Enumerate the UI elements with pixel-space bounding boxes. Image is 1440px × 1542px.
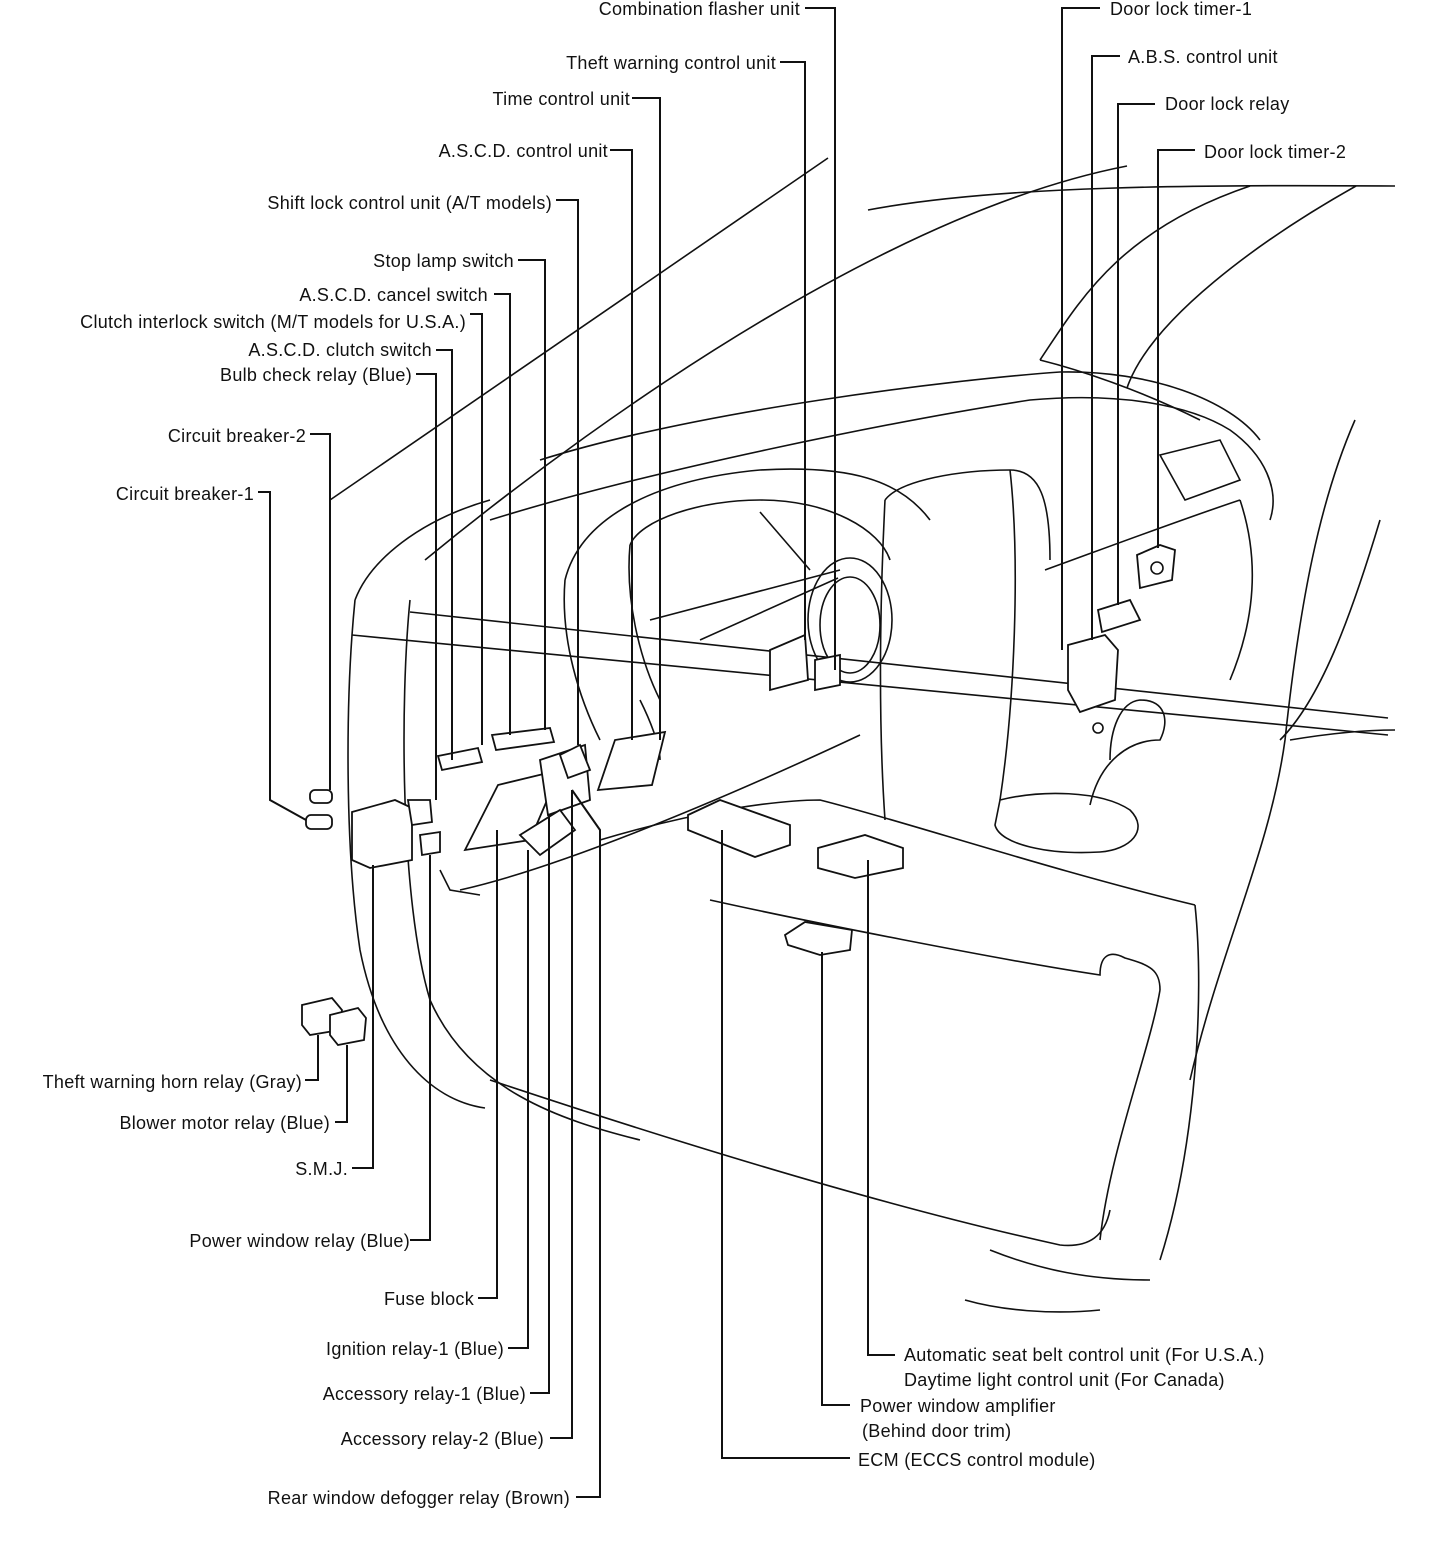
label-ecm: ECM (ECCS control module)	[858, 1450, 1096, 1470]
label-bulb-check-relay: Bulb check relay (Blue)	[220, 365, 412, 385]
label-ascd-control-unit: A.S.C.D. control unit	[438, 141, 608, 161]
label-theft-warning-horn-relay: Theft warning horn relay (Gray)	[42, 1072, 302, 1092]
label-accessory-relay-2: Accessory relay-2 (Blue)	[340, 1429, 544, 1449]
label-stop-lamp-switch: Stop lamp switch	[373, 251, 514, 271]
component-shapes	[301, 544, 1176, 1046]
label-door-lock-relay: Door lock relay	[1165, 94, 1290, 114]
label-ignition-relay-1: Ignition relay-1 (Blue)	[326, 1339, 504, 1359]
label-fuse-block: Fuse block	[383, 1289, 474, 1309]
label-automatic-seat-belt-control-unit: Automatic seat belt control unit (For U.…	[904, 1345, 1265, 1365]
leader-lines	[258, 7, 1195, 1498]
label-shift-lock-control-unit: Shift lock control unit (A/T models)	[267, 193, 552, 213]
label-time-control-unit: Time control unit	[492, 89, 630, 109]
label-power-window-relay: Power window relay (Blue)	[189, 1231, 410, 1251]
label-blower-motor-relay: Blower motor relay (Blue)	[119, 1113, 330, 1133]
label-daytime-light-control-unit: Daytime light control unit (For Canada)	[904, 1370, 1225, 1390]
label-power-window-amplifier: Power window amplifier	[860, 1396, 1056, 1416]
label-power-window-amplifier-note: (Behind door trim)	[862, 1421, 1012, 1441]
label-theft-warning-control-unit: Theft warning control unit	[566, 53, 776, 73]
label-accessory-relay-1: Accessory relay-1 (Blue)	[322, 1384, 526, 1404]
label-circuit-breaker-2: Circuit breaker-2	[167, 426, 306, 446]
vehicle-outline	[329, 157, 1396, 1313]
label-door-lock-timer-2: Door lock timer-2	[1204, 142, 1347, 162]
label-ascd-cancel-switch: A.S.C.D. cancel switch	[299, 285, 488, 305]
label-clutch-interlock-switch: Clutch interlock switch (M/T models for …	[80, 312, 466, 332]
label-combination-flasher-unit: Combination flasher unit	[598, 0, 800, 19]
label-rear-window-defogger-relay: Rear window defogger relay (Brown)	[267, 1488, 570, 1508]
label-door-lock-timer-1: Door lock timer-1	[1110, 0, 1253, 19]
label-abs-control-unit: A.B.S. control unit	[1128, 47, 1278, 67]
label-circuit-breaker-1: Circuit breaker-1	[115, 484, 254, 504]
label-ascd-clutch-switch: A.S.C.D. clutch switch	[248, 340, 432, 360]
label-smj: S.M.J.	[295, 1159, 348, 1179]
